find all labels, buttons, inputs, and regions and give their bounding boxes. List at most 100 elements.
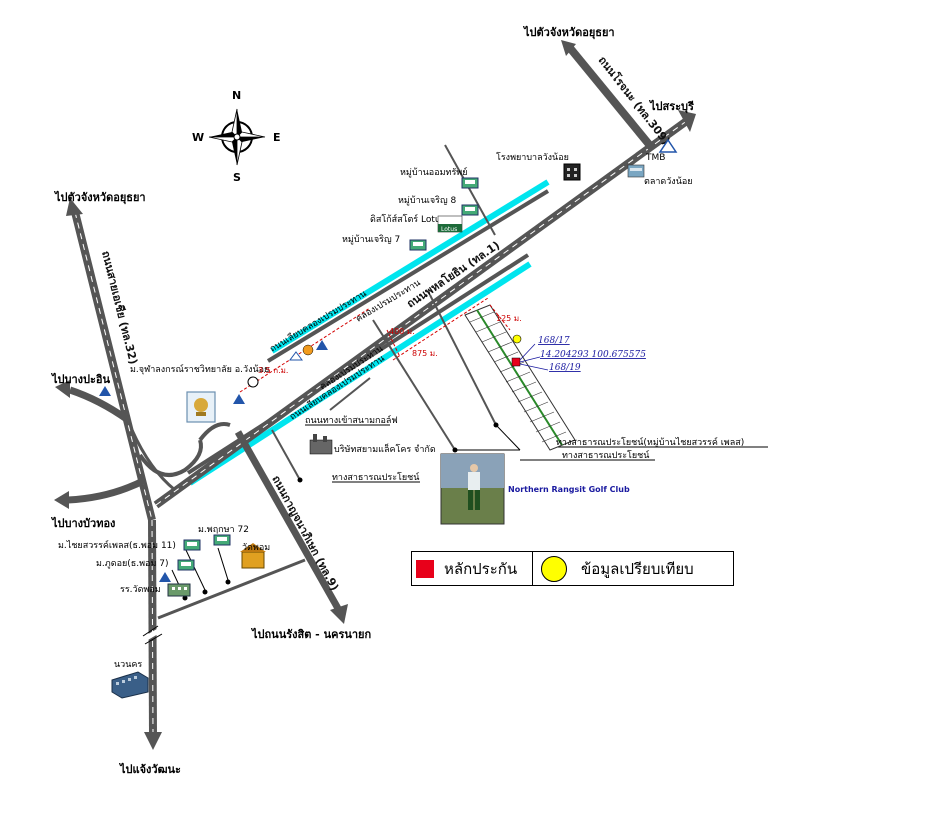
interchange-loop-3 — [130, 429, 176, 492]
road-frontage-south: ถนนเลียบคลองเปรมประทาน — [288, 353, 387, 423]
asia-road — [54, 198, 231, 750]
village-icon-charoen8 — [461, 204, 479, 216]
place-wang-noi-school: โรงพยาบาลวังน้อย — [496, 152, 569, 163]
place-chaiyasawan: ม.ไชยสวรรค์เพลส(ธ.พอม 11) — [58, 539, 176, 551]
plot-grid-lines — [469, 311, 567, 443]
asia-road-centerline — [74, 211, 153, 521]
golf-access-road — [372, 319, 456, 451]
lotus-logo-text: Lotus — [441, 226, 457, 233]
lotus-logo — [437, 215, 463, 233]
ptt-icon — [289, 351, 303, 361]
comparison-circle-icon — [541, 555, 567, 582]
golf-photo — [440, 453, 505, 525]
village-icon-prueksa — [213, 534, 231, 546]
chaengwattana-road — [148, 519, 157, 736]
node-5 — [225, 579, 231, 585]
arrow-rangsit — [330, 604, 348, 624]
village-icon-omthong — [461, 177, 479, 189]
village-icon-charoen7 — [409, 239, 427, 251]
place-lotus: ดิสโก้ส์สโตร์ Lotus — [370, 213, 446, 225]
compass-w: W — [192, 131, 204, 144]
compass-e: E — [273, 131, 281, 144]
bang-bua-thong-road — [67, 476, 147, 504]
local-roads — [157, 144, 768, 620]
seven-eleven-icon — [247, 376, 259, 388]
rojana-road-line — [566, 45, 656, 151]
marker-leader-2 — [519, 356, 541, 363]
dest-bang-bua-thong: ไปบางบัวทอง — [50, 516, 115, 530]
node-3 — [297, 477, 303, 483]
dest-ayutthaya-nw: ไปตัวจังหวัดอยุธยา — [53, 190, 146, 205]
arrow-saraburi — [678, 110, 696, 132]
leader-line-2 — [217, 547, 229, 581]
factory-icon — [309, 434, 333, 455]
dest-ayutthaya-ne: ไปตัวจังหวัดอยุธยา — [522, 25, 615, 40]
dest-saraburi: ไปสระบุรี — [648, 99, 694, 114]
distance-label-400: 400 ม. — [389, 327, 415, 336]
road-frontage-north: ถนนเลียบคลองเปรมประทาน — [268, 288, 369, 354]
place-prueksa: ม.พฤกษา 72 — [198, 525, 249, 535]
dest-rangsit-nakhonnayok: ไปถนนรังสิต - นครนายก — [250, 627, 372, 641]
gas-station-icon — [302, 344, 314, 356]
bank-icon — [658, 138, 678, 153]
place-factory: บริษัทสยามแล็คโคร จำกัด — [334, 442, 436, 455]
gas-station-icons — [99, 340, 328, 582]
canal-north — [270, 179, 550, 354]
arrow-bang-bua-thong — [54, 491, 69, 509]
place-market: ตลาดวังน้อย — [644, 176, 693, 187]
distance-label-35km: 3.5 ก.ม. — [258, 366, 288, 375]
frontage-road-north — [266, 189, 550, 363]
place-navanakorn: นวนคร — [114, 660, 142, 670]
node-1 — [493, 422, 499, 428]
public-way-leader — [495, 424, 521, 451]
dest-bang-pa-in: ไปบางปะอิน — [50, 372, 111, 386]
comparison-marker — [512, 334, 522, 344]
village-icon-chaiyasawan — [183, 539, 201, 551]
bang-pa-in-road — [68, 386, 131, 423]
marker-plot-2: 168/19 — [549, 363, 581, 373]
kanchanaphisek-road-line — [234, 430, 344, 614]
place-golf-club: Northern Rangsit Golf Club — [508, 485, 630, 494]
legend: หลักประกัน ข้อมูลเปรียบเทียบ — [411, 551, 734, 586]
legend-comparison-label: ข้อมูลเปรียบเทียบ — [581, 559, 694, 578]
distance-label-875: 875 ม. — [412, 349, 438, 358]
temple-icon — [240, 543, 266, 569]
place-ruen-thong: ม.ภูดอย(ธ.พอม 7) — [96, 559, 168, 569]
compass-s: S — [233, 171, 241, 184]
place-village-omthong: หมู่บ้านออมทรัพย์ — [400, 166, 468, 178]
place-village-charoen8: หมู่บ้านเจริญ 8 — [398, 195, 456, 206]
compass-rose — [208, 108, 266, 166]
ptt-icon-5 — [159, 572, 171, 582]
place-village-charoen7: หมู่บ้านเจริญ 7 — [342, 234, 400, 245]
marker-coords: 14.204293 100.675575 — [540, 350, 646, 360]
entry-road-label: ถนนทางเข้าสนามกอล์ฟ — [305, 414, 398, 426]
ptt-icon-3 — [233, 394, 245, 404]
place-tmb: TMB — [645, 153, 665, 163]
crossing-mark — [141, 625, 163, 645]
chaengwattana-centerline — [151, 519, 154, 736]
arrow-ayutthaya-nw — [66, 198, 83, 216]
subdivision-plots — [464, 304, 576, 451]
rojana-road — [561, 40, 656, 151]
node-2 — [452, 447, 458, 453]
distance-label-125: 125 ม. — [496, 314, 522, 323]
public-way-label-1: ทางสาธารณประโยชน์ — [332, 471, 420, 483]
legend-comparison: ข้อมูลเปรียบเทียบ — [533, 552, 694, 585]
arrow-chaengwattana — [144, 732, 162, 750]
public-way-road-2 — [271, 429, 301, 481]
university-icon — [186, 391, 216, 423]
kanchanaphisek-road — [234, 430, 348, 624]
marker-plot-1: 168/17 — [538, 336, 570, 346]
public-way-label-3: ทางสาธารณประโยชน์ — [562, 449, 650, 461]
industrial-estate-icon — [111, 671, 149, 699]
arrow-bang-pa-in — [55, 380, 70, 398]
distance-875 — [392, 297, 489, 361]
interchange-loop-2 — [198, 422, 231, 442]
marker-leader-1 — [519, 343, 536, 361]
ptt-icon-2 — [316, 340, 328, 350]
legend-collateral-label: หลักประกัน — [444, 559, 518, 578]
leader-line-1 — [184, 547, 206, 591]
place-wat-phom: วัดพอม — [242, 543, 270, 553]
road-kanchanaphisek: ถนนกาญจนาภิเษก (ทล.9) — [269, 473, 341, 593]
